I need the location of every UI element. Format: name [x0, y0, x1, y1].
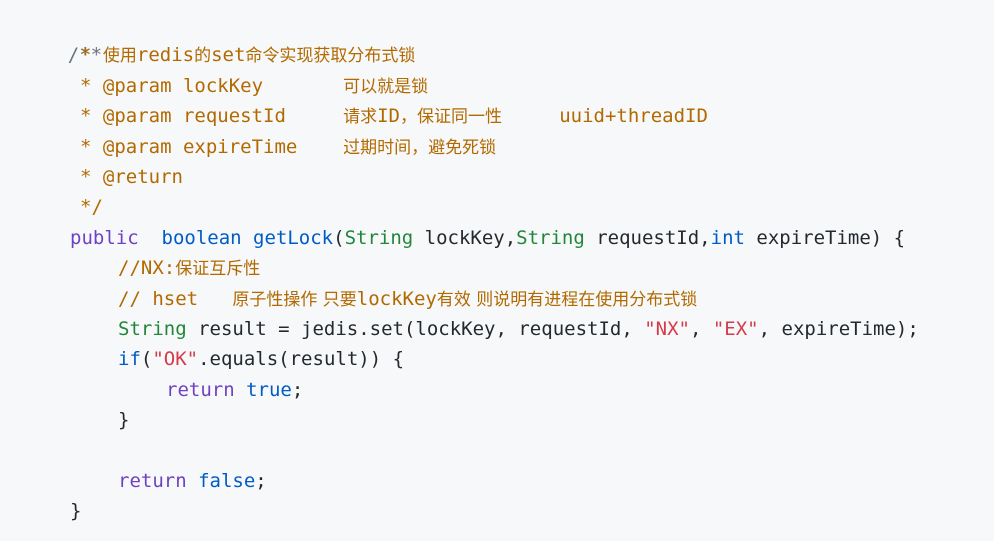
code-line: if("OK".equals(result)) {: [22, 344, 994, 374]
comment-text: * @param expireTime: [80, 135, 344, 158]
comment-text: 原子性操作 只要: [232, 289, 357, 310]
identifier: expireTime) {: [744, 226, 906, 249]
punctuation: ,: [689, 317, 713, 340]
string-literal: "NX": [644, 317, 690, 340]
punctuation: ;: [291, 378, 304, 401]
code-line: * @param expireTime 过期时间，避免死锁: [22, 132, 994, 162]
punctuation: }: [118, 409, 130, 432]
string-literal: "EX": [712, 317, 759, 340]
function-name: getLock: [241, 226, 334, 249]
code-line: return false;: [22, 466, 994, 496]
type-name: String: [344, 226, 414, 249]
punctuation: (: [140, 348, 153, 371]
comment-text: 保证互斥性: [175, 259, 261, 280]
type-name: String: [516, 226, 585, 249]
comment-text: 命令实现获取分布式锁: [245, 46, 416, 67]
comment-text: redis: [136, 44, 195, 67]
keyword: public: [70, 226, 139, 249]
comment-text: * @param lockKey: [80, 74, 344, 97]
comment-text: 有效 则说明有进程在使用分布式锁: [436, 289, 698, 310]
identifier: lockKey,: [413, 226, 517, 249]
code-line: }: [22, 405, 994, 435]
string-literal: "OK": [152, 348, 199, 371]
punctuation: }: [70, 500, 82, 523]
keyword: return: [166, 378, 235, 401]
comment-text: uuid+threadID: [502, 105, 708, 128]
comment-text: 使用: [102, 46, 137, 67]
identifier: .equals(result)) {: [198, 348, 405, 371]
comment-text: lockKey: [356, 287, 437, 310]
code-line: */: [22, 192, 994, 222]
code-line: * @param requestId 请求ID，保证同一性 uuid+threa…: [22, 101, 994, 131]
code-line: * @return: [22, 162, 994, 192]
comment-text: ID: [377, 105, 400, 128]
keyword: int: [710, 226, 745, 249]
comment-text: ，保证同一性: [400, 107, 502, 128]
identifier: result = jedis.set(lockKey, requestId,: [186, 317, 645, 340]
comment-text: //NX:: [118, 257, 176, 280]
comment-text: 请求: [343, 107, 378, 128]
comment-text: 的: [194, 46, 212, 67]
keyword: boolean: [138, 226, 242, 249]
identifier: , expireTime);: [758, 317, 919, 340]
code-line: }: [22, 496, 994, 526]
comment-text: * @param requestId: [80, 105, 344, 128]
comment-text: set: [211, 44, 246, 67]
comment-open: /**: [67, 44, 103, 67]
code-line: return true;: [22, 375, 994, 405]
punctuation: ;: [255, 469, 267, 492]
code-line: public boolean getLock(String lockKey,St…: [22, 223, 994, 253]
comment-text: 过期时间，避免死锁: [343, 137, 497, 158]
code-line: [22, 435, 994, 465]
code-line: //NX:保证互斥性: [22, 253, 994, 283]
comment-text: // hset: [118, 287, 233, 310]
comment-text: 可以就是锁: [343, 76, 429, 97]
code-line: // hset 原子性操作 只要lockKey有效 则说明有进程在使用分布式锁: [22, 284, 994, 314]
keyword: return: [118, 469, 187, 492]
code-line: String result = jedis.set(lockKey, reque…: [22, 314, 994, 344]
punctuation: (: [333, 226, 345, 249]
comment-text: * @return: [80, 165, 183, 188]
type-name: String: [118, 317, 187, 340]
keyword: true: [234, 378, 292, 401]
code-line: * @param lockKey 可以就是锁: [22, 71, 994, 101]
code-line: /**: [22, 10, 994, 66]
comment-close: */: [80, 196, 103, 219]
comment-text: *: [80, 44, 103, 67]
code-line: * 使用redis的set命令实现获取分布式锁: [22, 40, 994, 70]
keyword: if: [118, 348, 141, 371]
identifier: requestId,: [584, 226, 711, 249]
keyword: false: [186, 469, 256, 492]
